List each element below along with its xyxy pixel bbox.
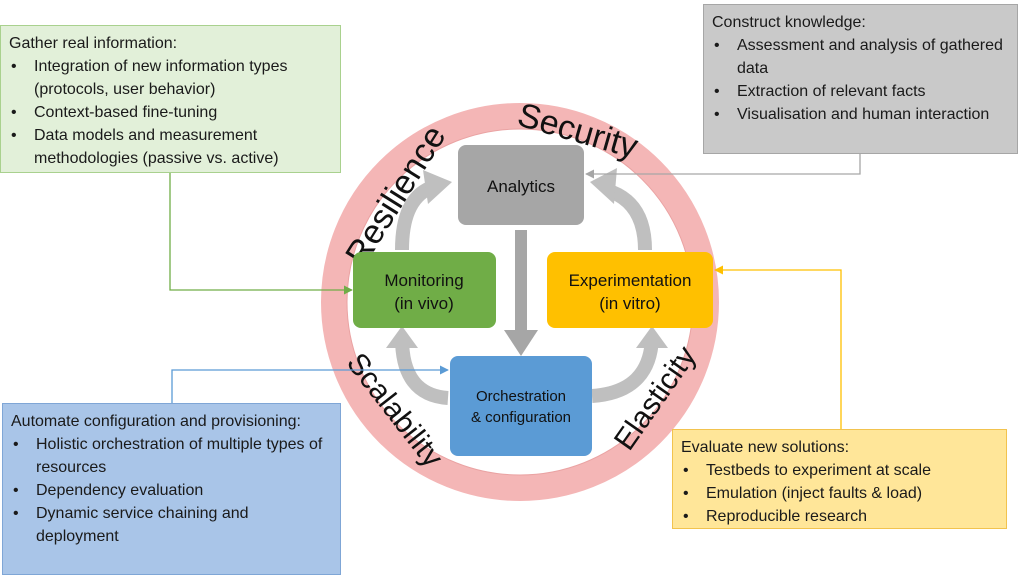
panel-automate-heading: Automate configuration and provisioning: (11, 413, 301, 430)
connector-gather-to-monitoring (169, 173, 353, 295)
arrow-orchestration-to-experimentation (591, 337, 659, 403)
panel-construct-heading: Construct knowledge: (712, 14, 866, 31)
node-analytics[interactable] (458, 145, 584, 225)
node-monitoring-label-line1: Monitoring (384, 271, 463, 290)
arrowhead-analytics-left (423, 170, 452, 204)
connector-evaluate-to-experimentation (714, 265, 842, 429)
list-item: Data models and measurement methodologie… (9, 124, 332, 170)
node-experimentation-label-line2: (in vitro) (599, 294, 660, 313)
node-monitoring-label-line2: (in vivo) (394, 294, 454, 313)
arrow-analytics-to-orchestration-shaft (515, 230, 527, 332)
panel-construct-list: Assessment and analysis of gathered data… (712, 34, 1009, 126)
panel-gather-information: Gather real information: Integration of … (0, 25, 341, 173)
node-orchestration-label-line2: & configuration (471, 409, 571, 426)
connector-construct-to-analytics (585, 154, 861, 179)
list-item: Testbeds to experiment at scale (681, 459, 998, 482)
list-item: Context-based fine-tuning (9, 101, 332, 124)
list-item: Holistic orchestration of multiple types… (11, 433, 332, 479)
arrowhead-monitoring-bottom (386, 326, 418, 348)
list-item: Visualisation and human interaction (712, 103, 1009, 126)
node-experimentation[interactable] (547, 252, 713, 328)
connector-automate-to-orchestration (171, 365, 449, 403)
list-item: Integration of new information types (pr… (9, 55, 332, 101)
arrow-analytics-to-orchestration-head (504, 330, 538, 356)
node-orchestration-label-line1: Orchestration (476, 388, 566, 405)
panel-evaluate-solutions: Evaluate new solutions: Testbeds to expe… (672, 429, 1007, 529)
panel-construct-knowledge: Construct knowledge: Assessment and anal… (703, 4, 1018, 154)
arrowhead-analytics-right (590, 168, 617, 204)
list-item: Extraction of relevant facts (712, 80, 1009, 103)
panel-evaluate-list: Testbeds to experiment at scale Emulatio… (681, 459, 998, 528)
panel-gather-heading: Gather real information: (9, 35, 178, 52)
panel-gather-list: Integration of new information types (pr… (9, 55, 332, 170)
node-monitoring[interactable] (353, 252, 496, 328)
list-item: Assessment and analysis of gathered data (712, 34, 1009, 80)
cycle-arrowheads (386, 168, 668, 348)
list-item: Dependency evaluation (11, 479, 332, 502)
arrow-monitoring-to-analytics (395, 181, 434, 251)
panel-automate-configuration: Automate configuration and provisioning:… (2, 403, 341, 575)
node-orchestration[interactable] (450, 356, 592, 456)
list-item: Emulation (inject faults & load) (681, 482, 998, 505)
arrow-orchestration-to-monitoring (395, 337, 449, 405)
cycle-arrows (395, 181, 659, 405)
node-analytics-label: Analytics (487, 177, 555, 196)
arrow-experimentation-to-analytics (609, 185, 652, 251)
panel-evaluate-heading: Evaluate new solutions: (681, 439, 850, 456)
list-item: Dynamic service chaining and deployment (11, 502, 332, 548)
list-item: Reproducible research (681, 505, 998, 528)
panel-automate-list: Holistic orchestration of multiple types… (11, 433, 332, 548)
arrowhead-experimentation-bottom (636, 326, 668, 348)
node-experimentation-label-line1: Experimentation (569, 271, 692, 290)
